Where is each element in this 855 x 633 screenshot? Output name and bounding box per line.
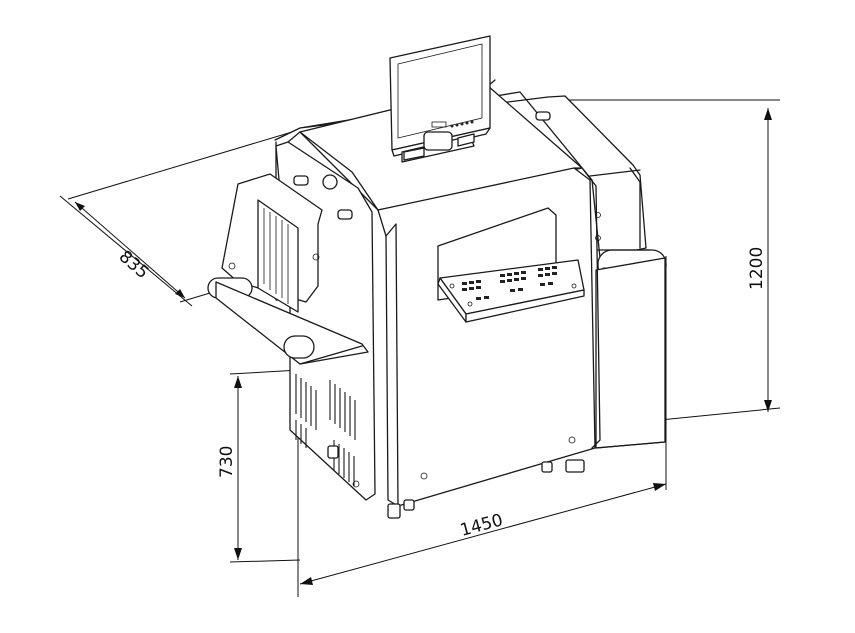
dimension-1200: 1200 <box>555 99 781 423</box>
scanner-body <box>207 79 667 519</box>
control-keyboard <box>437 259 585 323</box>
dimension-730: 730 <box>217 369 301 563</box>
dim-730-label: 730 <box>217 446 237 478</box>
dim-1200-label: 1200 <box>747 247 767 290</box>
dim-835-label: 835 <box>115 247 153 283</box>
dim-1450-label: 1450 <box>458 510 505 541</box>
monitor <box>389 35 491 163</box>
